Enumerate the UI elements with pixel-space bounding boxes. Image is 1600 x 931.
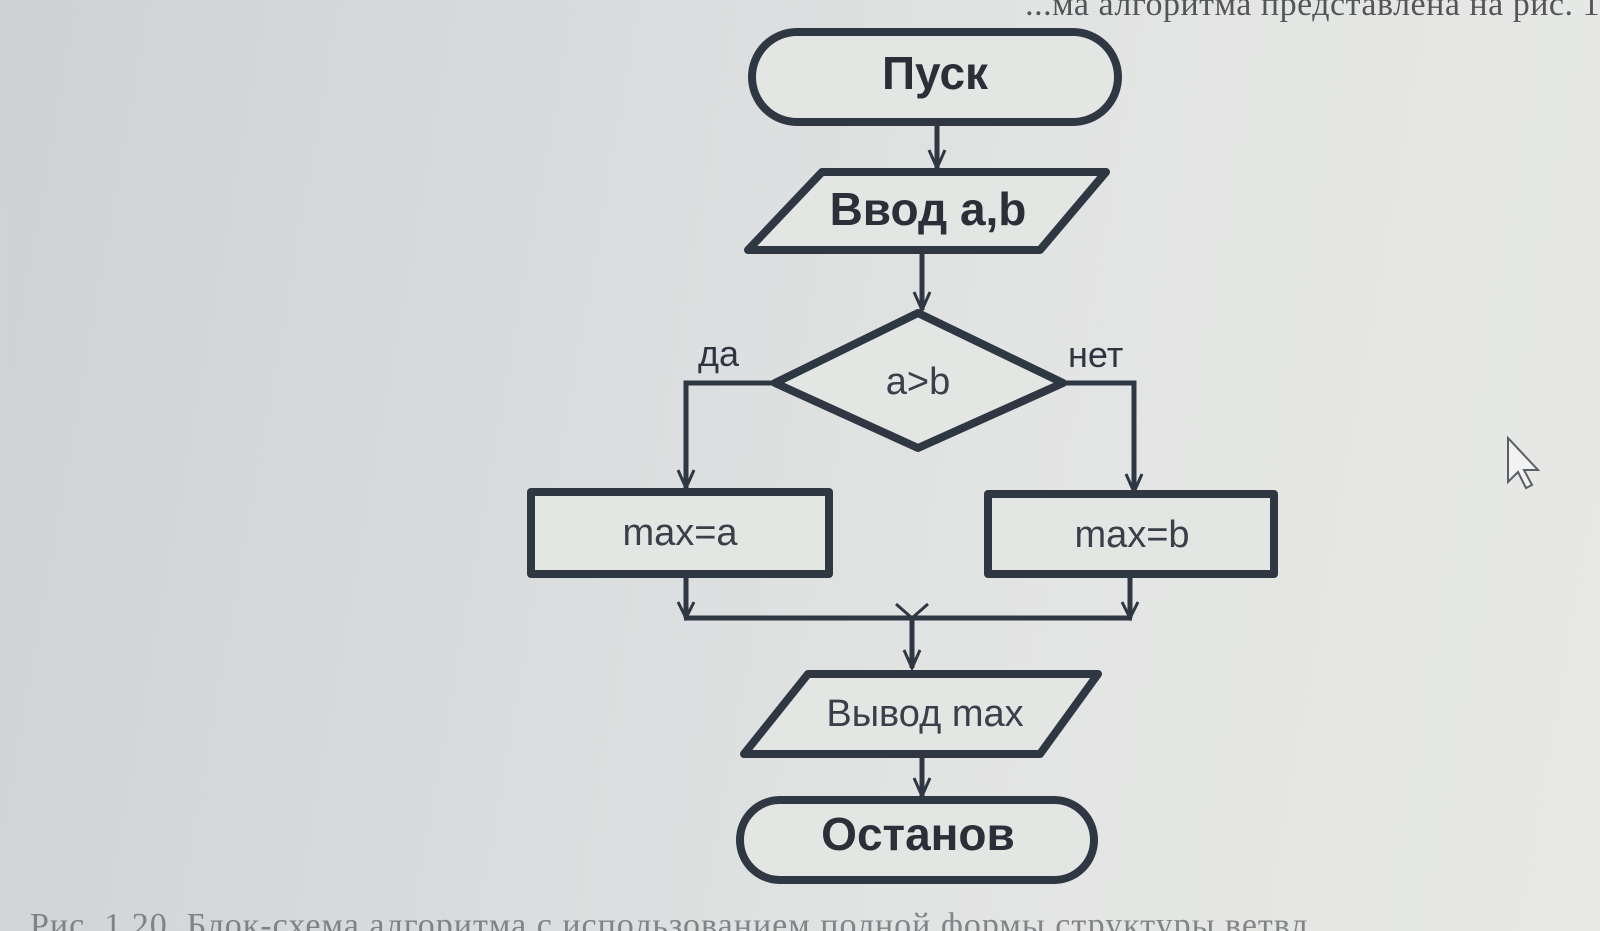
no-label: нет [1068, 334, 1123, 375]
start-label: Пуск [882, 47, 989, 99]
connector-input-decision [912, 250, 932, 314]
mouse-cursor-icon [1507, 435, 1541, 490]
decision-node: a>b [771, 309, 1067, 452]
end-node: Останов [736, 796, 1098, 884]
output-node: Вывод max [740, 670, 1102, 758]
yes-action-label: max=a [622, 512, 738, 554]
input-node: Ввод a,b [744, 168, 1110, 254]
start-node: Пуск [748, 28, 1122, 126]
figure-caption: Рис. 1.20. Блок-схема алгоритма с исполь… [30, 907, 1309, 931]
no-action-node: max=b [984, 490, 1278, 578]
connector-merge [676, 574, 1140, 672]
connector-no-branch [1063, 380, 1144, 496]
end-label: Останов [821, 808, 1015, 860]
output-label: Вывод max [826, 693, 1023, 735]
yes-action-node: max=a [527, 488, 833, 578]
connector-yes-branch [676, 380, 775, 492]
input-label: Ввод a,b [830, 183, 1027, 235]
header-text: ...ма алгоритма представлена на рис. 1 [1025, 0, 1600, 23]
connector-output-end [912, 754, 932, 800]
no-action-label: max=b [1074, 514, 1189, 556]
connector-start-input [927, 122, 947, 172]
condition-label: a>b [886, 361, 950, 403]
yes-label: да [698, 333, 740, 374]
